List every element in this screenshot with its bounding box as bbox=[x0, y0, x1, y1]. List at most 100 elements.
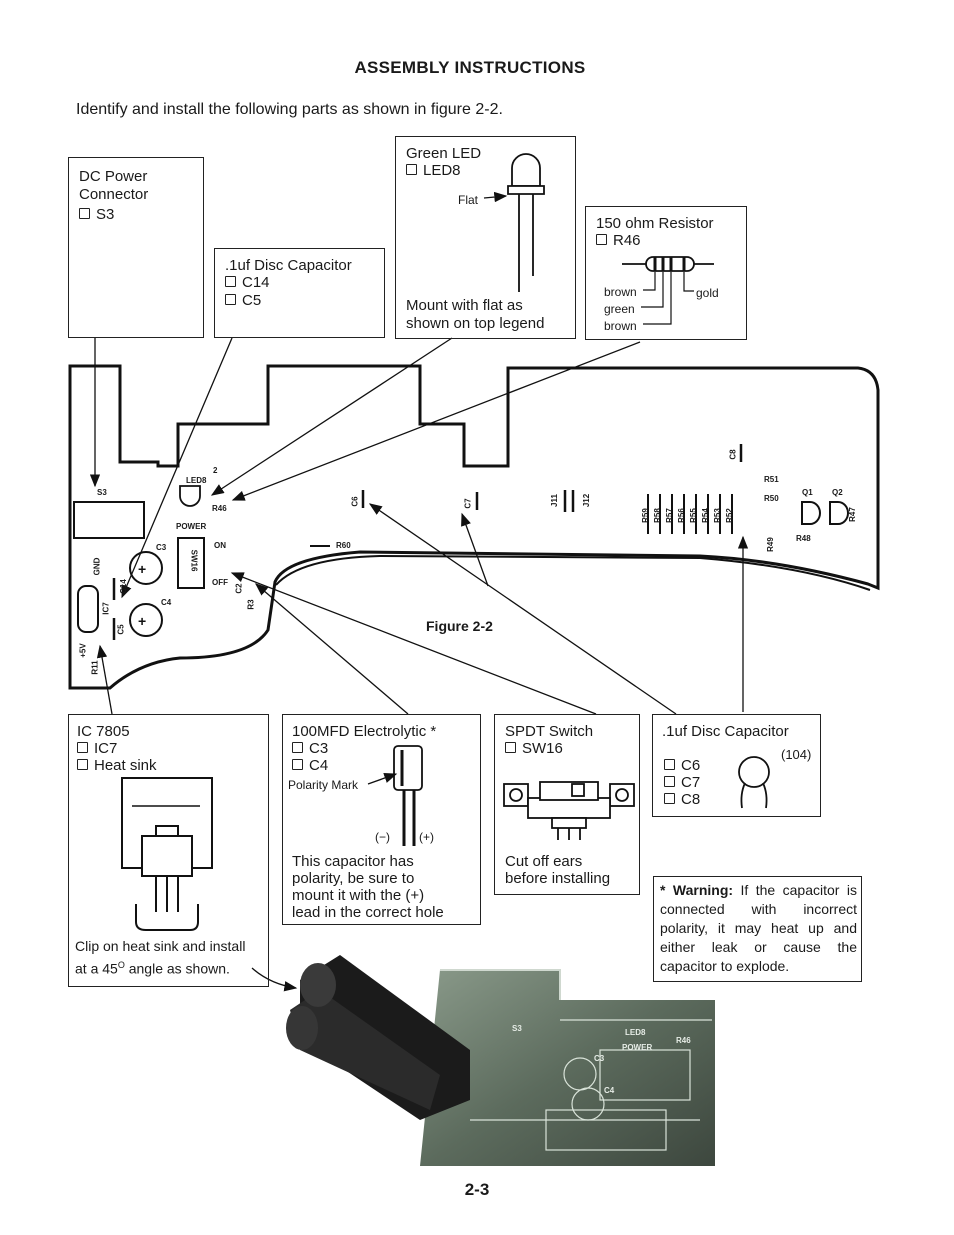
warning-label: * Warning: bbox=[660, 882, 734, 898]
photo-label-c4: C4 bbox=[604, 1086, 615, 1095]
band-gold: gold bbox=[696, 286, 719, 300]
flat-label: Flat bbox=[458, 193, 479, 207]
photo-label-c3: C3 bbox=[594, 1054, 605, 1063]
pcb-label-2: 2 bbox=[213, 466, 218, 475]
spdt-box: SPDT Switch SW16 Cut off ears before ins… bbox=[494, 714, 640, 895]
electrolytic-drawing bbox=[393, 745, 423, 846]
checkbox-icon[interactable] bbox=[664, 759, 675, 770]
warning-box: * Warning: If the capacitor is connected… bbox=[653, 876, 862, 982]
page-title: ASSEMBLY INSTRUCTIONS bbox=[354, 58, 586, 77]
checklist-item-c4[interactable]: C4 bbox=[292, 757, 328, 774]
pcb-label-r11: R11 bbox=[90, 660, 100, 675]
dc-power-box: DC Power Connector S3 bbox=[68, 157, 204, 338]
checklist-item-c7[interactable]: C7 bbox=[664, 774, 700, 791]
ic-caption-1: Clip on heat sink and install bbox=[75, 938, 246, 954]
ic-caption-2: at a 45O angle as shown. bbox=[75, 960, 230, 977]
checkbox-icon[interactable] bbox=[77, 742, 88, 753]
pcb-q2 bbox=[829, 501, 849, 525]
pcb-label-power: POWER bbox=[176, 522, 207, 531]
checkbox-icon[interactable] bbox=[664, 793, 675, 804]
checklist-item-r46[interactable]: R46 bbox=[596, 232, 641, 249]
checkbox-icon[interactable] bbox=[292, 742, 303, 753]
pcb-label-q2: Q2 bbox=[832, 488, 843, 497]
checklist-item-c3[interactable]: C3 bbox=[292, 740, 328, 757]
degree-mark: O bbox=[117, 960, 125, 970]
disc-cap-code: (104) bbox=[781, 747, 812, 762]
green-led-title: Green LED bbox=[406, 145, 482, 162]
checkbox-icon[interactable] bbox=[77, 759, 88, 770]
resistor-title: 150 ohm Resistor bbox=[596, 215, 714, 232]
checkbox-icon[interactable] bbox=[664, 776, 675, 787]
spdt-title: SPDT Switch bbox=[505, 723, 594, 740]
pcb-label-s3: S3 bbox=[97, 488, 107, 497]
ic7805-box: IC 7805 IC7 Heat sink Clip on heat sink … bbox=[68, 714, 269, 987]
led-note-1: Mount with flat as bbox=[406, 297, 523, 314]
svg-text:+: + bbox=[138, 613, 146, 629]
minus-label: (−) bbox=[375, 830, 390, 844]
pcb-label-r57: R57 bbox=[664, 508, 674, 523]
checklist-item-ic7[interactable]: IC7 bbox=[77, 740, 117, 757]
disc-cap-top-box: .1uf Disc Capacitor C14 C5 bbox=[214, 248, 385, 338]
warning-text: * Warning: If the capacitor is connected… bbox=[660, 882, 858, 974]
pcb-photo bbox=[286, 955, 715, 1166]
checklist-item-sw16[interactable]: SW16 bbox=[505, 740, 563, 757]
checkbox-icon[interactable] bbox=[79, 208, 90, 219]
pcb-s3-pad bbox=[73, 501, 145, 539]
checklist-item-s3[interactable]: S3 bbox=[79, 206, 114, 223]
disc-cap-bottom-box: .1uf Disc Capacitor (104) C6 C7 C8 bbox=[652, 714, 821, 817]
pcb-label-r3: R3 bbox=[246, 599, 256, 610]
pcb-q1 bbox=[801, 501, 821, 525]
pcb-label-r58: R58 bbox=[652, 508, 662, 523]
pcb-label-r52: R52 bbox=[724, 508, 734, 523]
checkbox-icon[interactable] bbox=[505, 742, 516, 753]
checklist-item-led8[interactable]: LED8 bbox=[406, 162, 461, 179]
ic-heatsink-drawing bbox=[121, 777, 213, 931]
band-green: green bbox=[604, 302, 635, 316]
dc-power-title-2: Connector bbox=[79, 186, 149, 203]
ic7805-title: IC 7805 bbox=[77, 723, 130, 740]
pcb-label-j12: J12 bbox=[582, 493, 592, 508]
electrolytic-title: 100MFD Electrolytic * bbox=[292, 723, 437, 740]
pcb-label-q1: Q1 bbox=[802, 488, 813, 497]
checklist-item-c6[interactable]: C6 bbox=[664, 757, 700, 774]
pcb-led8 bbox=[179, 485, 201, 507]
checkbox-icon[interactable] bbox=[596, 234, 607, 245]
pcb-label-c6: C6 bbox=[350, 496, 360, 507]
checkbox-icon[interactable] bbox=[225, 276, 236, 287]
pcb-label-c7: C7 bbox=[463, 498, 473, 509]
pcb-label-on: ON bbox=[214, 541, 226, 550]
pcb-label-r48: R48 bbox=[796, 534, 811, 543]
pcb-label-r49: R49 bbox=[765, 537, 775, 552]
page-number: 2-3 bbox=[464, 1180, 490, 1199]
pcb-label-r56: R56 bbox=[676, 508, 686, 523]
checklist-item-c5[interactable]: C5 bbox=[225, 292, 261, 309]
checkbox-icon[interactable] bbox=[292, 759, 303, 770]
resistor-drawing bbox=[622, 256, 714, 272]
checkbox-icon[interactable] bbox=[406, 164, 417, 175]
checkbox-icon[interactable] bbox=[225, 294, 236, 305]
electrolytic-note-4: lead in the correct hole bbox=[292, 904, 444, 921]
led-note-2: shown on top legend bbox=[406, 315, 545, 332]
checklist-item-c8[interactable]: C8 bbox=[664, 791, 700, 808]
checklist-item-c14[interactable]: C14 bbox=[225, 274, 270, 291]
pcb-label-c5: C5 bbox=[116, 624, 126, 635]
pcb-label-5v: +5V bbox=[78, 643, 88, 658]
pcb-label-c4: C4 bbox=[161, 598, 172, 607]
checklist-item-heat-sink[interactable]: Heat sink bbox=[77, 757, 157, 774]
pcb-label-r51: R51 bbox=[764, 475, 779, 484]
photo-label-s3: S3 bbox=[512, 1024, 522, 1033]
pcb-label-c2: C2 bbox=[234, 583, 244, 594]
dc-power-title-1: DC Power bbox=[79, 168, 148, 185]
disc-cap-bottom-title: .1uf Disc Capacitor bbox=[662, 723, 789, 740]
photo-label-r46: R46 bbox=[676, 1036, 691, 1045]
pcb-label-c8: C8 bbox=[728, 449, 738, 460]
resistor-box: 150 ohm Resistor R46 brown green brown g… bbox=[585, 206, 747, 340]
pcb-label-r47: R47 bbox=[847, 507, 857, 522]
pcb-label-off: OFF bbox=[212, 578, 228, 587]
disc-cap-top-title: .1uf Disc Capacitor bbox=[225, 257, 352, 274]
band-brown-2: brown bbox=[604, 319, 637, 333]
pcb-ic7 bbox=[77, 585, 99, 633]
pcb-label-r53: R53 bbox=[712, 508, 722, 523]
pcb-label-ic7: IC7 bbox=[101, 602, 111, 615]
